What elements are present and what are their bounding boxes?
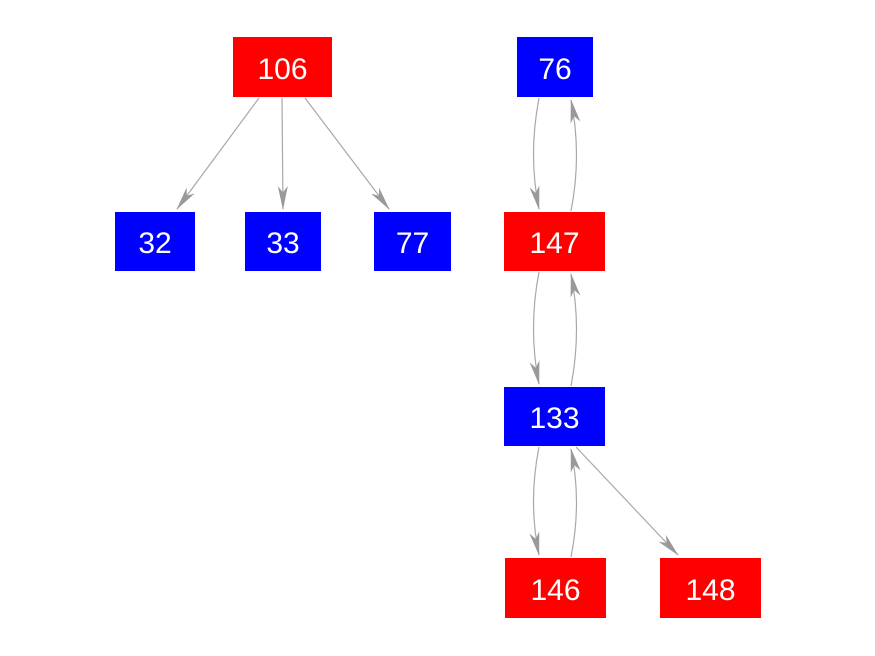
edge-76-147 — [529, 97, 540, 210]
edge-133-148 — [575, 446, 679, 556]
node-77: 77 — [374, 212, 451, 271]
node-133: 133 — [504, 387, 605, 446]
node-76: 76 — [517, 37, 593, 97]
node-106: 106 — [233, 37, 332, 97]
edge-106-32 — [176, 97, 260, 210]
node-32: 32 — [115, 212, 195, 271]
edge-146-133 — [570, 448, 581, 558]
edge-106-33 — [277, 97, 288, 210]
node-147: 147 — [504, 212, 605, 271]
edge-147-133 — [529, 271, 540, 385]
edge-133-147 — [570, 273, 581, 387]
node-146: 146 — [505, 558, 606, 618]
edge-133-146 — [529, 446, 540, 556]
node-33: 33 — [245, 212, 321, 271]
node-148: 148 — [660, 558, 761, 618]
edge-106-77 — [304, 97, 390, 210]
edge-147-76 — [570, 99, 581, 212]
